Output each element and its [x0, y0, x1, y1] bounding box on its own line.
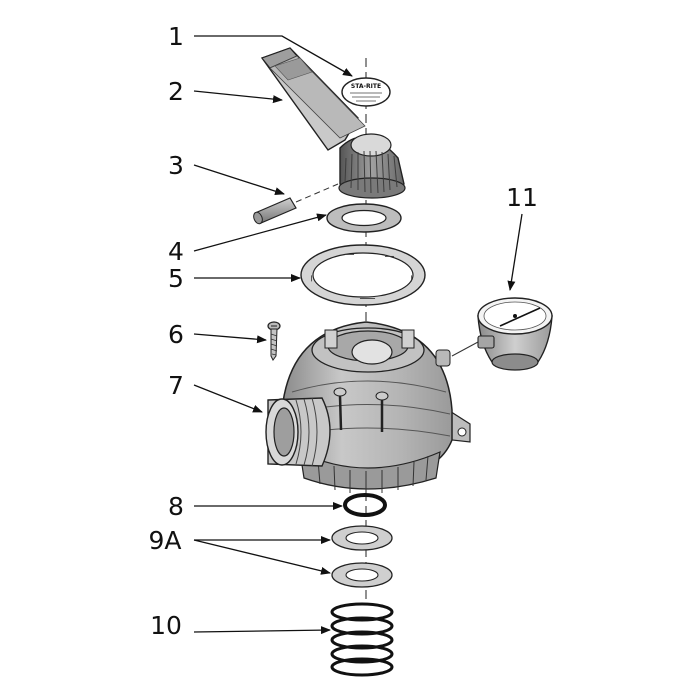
- label-disc-brand: STA-RITE: [351, 83, 381, 90]
- part-4-washer: [326, 203, 402, 233]
- part-7-valve-body: [265, 321, 471, 494]
- callout-11: 11: [506, 183, 538, 212]
- part-2-cone-hub: [338, 133, 406, 199]
- part-2-handle: [260, 47, 366, 151]
- callout-9a: 9A: [148, 526, 181, 555]
- svg-text:━━━: ━━━: [384, 254, 395, 260]
- callout-7: 7: [168, 371, 184, 400]
- callout-4: 4: [168, 237, 184, 266]
- callout-numbers: 1 2 3 4 5 6 7 8 9A 10 11: [148, 22, 537, 640]
- callout-8: 8: [168, 492, 184, 521]
- callout-6: 6: [168, 320, 184, 349]
- part-1-label-disc: STA-RITE: [341, 77, 391, 107]
- part-6-screw: [267, 321, 281, 361]
- part-3-pin: [253, 183, 339, 225]
- callout-3: 3: [168, 151, 184, 180]
- part-11-pressure-gauge: [451, 297, 553, 371]
- svg-text:━━━━━: ━━━━━: [359, 296, 376, 302]
- part-9a-gasket-lower: [331, 562, 393, 588]
- part-5-gasket-ring: ━━━ ━━━ ━━━━━ ┃ ┃: [300, 244, 426, 306]
- body-screw-left: [333, 387, 347, 431]
- body-screw-right: [375, 391, 389, 432]
- svg-text:━━━: ━━━: [344, 252, 355, 258]
- part-10-spring: [330, 602, 394, 677]
- leader-lines: [193, 35, 523, 635]
- svg-text:┃: ┃: [310, 275, 313, 282]
- svg-text:┃: ┃: [410, 275, 413, 282]
- callout-10: 10: [150, 611, 182, 640]
- callout-2: 2: [168, 77, 184, 106]
- part-9a-gasket-upper: [331, 525, 393, 551]
- part-8-o-ring: [343, 493, 387, 517]
- callout-5: 5: [168, 264, 184, 293]
- callout-1: 1: [168, 22, 184, 51]
